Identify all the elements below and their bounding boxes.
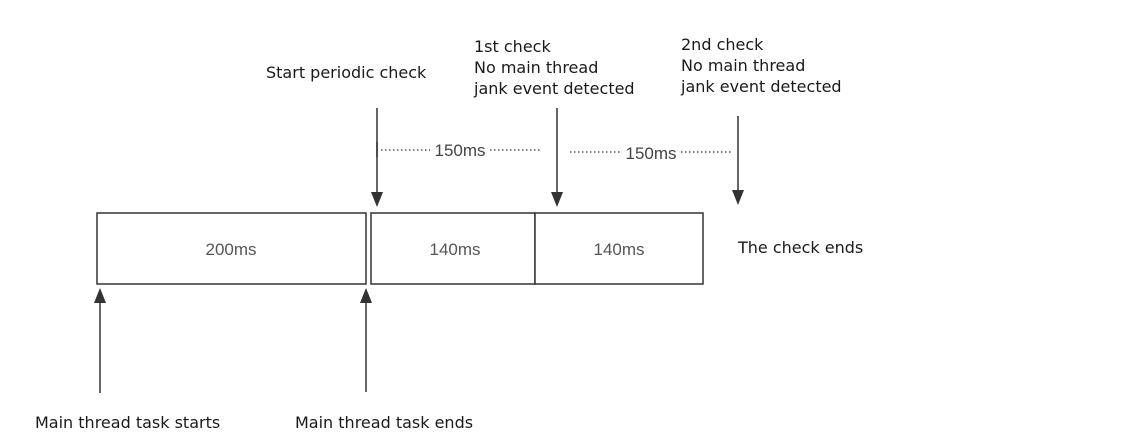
first-check-arrow (551, 108, 563, 207)
task-ends-label: Main thread task ends (295, 413, 473, 432)
block-label-140ms-2: 140ms (593, 240, 644, 259)
first-check-line-3: jank event detected (473, 79, 635, 98)
interval-label-1: 150ms (434, 141, 485, 160)
check-ends-label: The check ends (737, 238, 863, 257)
second-check-line-2: No main thread (681, 56, 805, 75)
start-periodic-check-label: Start periodic check (266, 63, 427, 82)
task-block-140ms-2 (534, 212, 704, 285)
interval-label-2: 150ms (625, 144, 676, 163)
task-block-140ms-1 (370, 212, 536, 285)
block-label-200ms: 200ms (205, 240, 256, 259)
block-label-140ms-1: 140ms (429, 240, 480, 259)
interval-150ms-1 (376, 142, 542, 157)
second-check-arrow (732, 116, 744, 205)
task-start-arrow (94, 288, 106, 393)
second-check-line-1: 2nd check (681, 35, 764, 54)
start-check-arrow (371, 108, 383, 207)
second-check-line-3: jank event detected (680, 77, 842, 96)
first-check-line-1: 1st check (474, 37, 551, 56)
task-starts-label: Main thread task starts (35, 413, 220, 432)
task-block-200ms (96, 212, 367, 285)
task-end-arrow (360, 288, 372, 392)
first-check-line-2: No main thread (474, 58, 598, 77)
